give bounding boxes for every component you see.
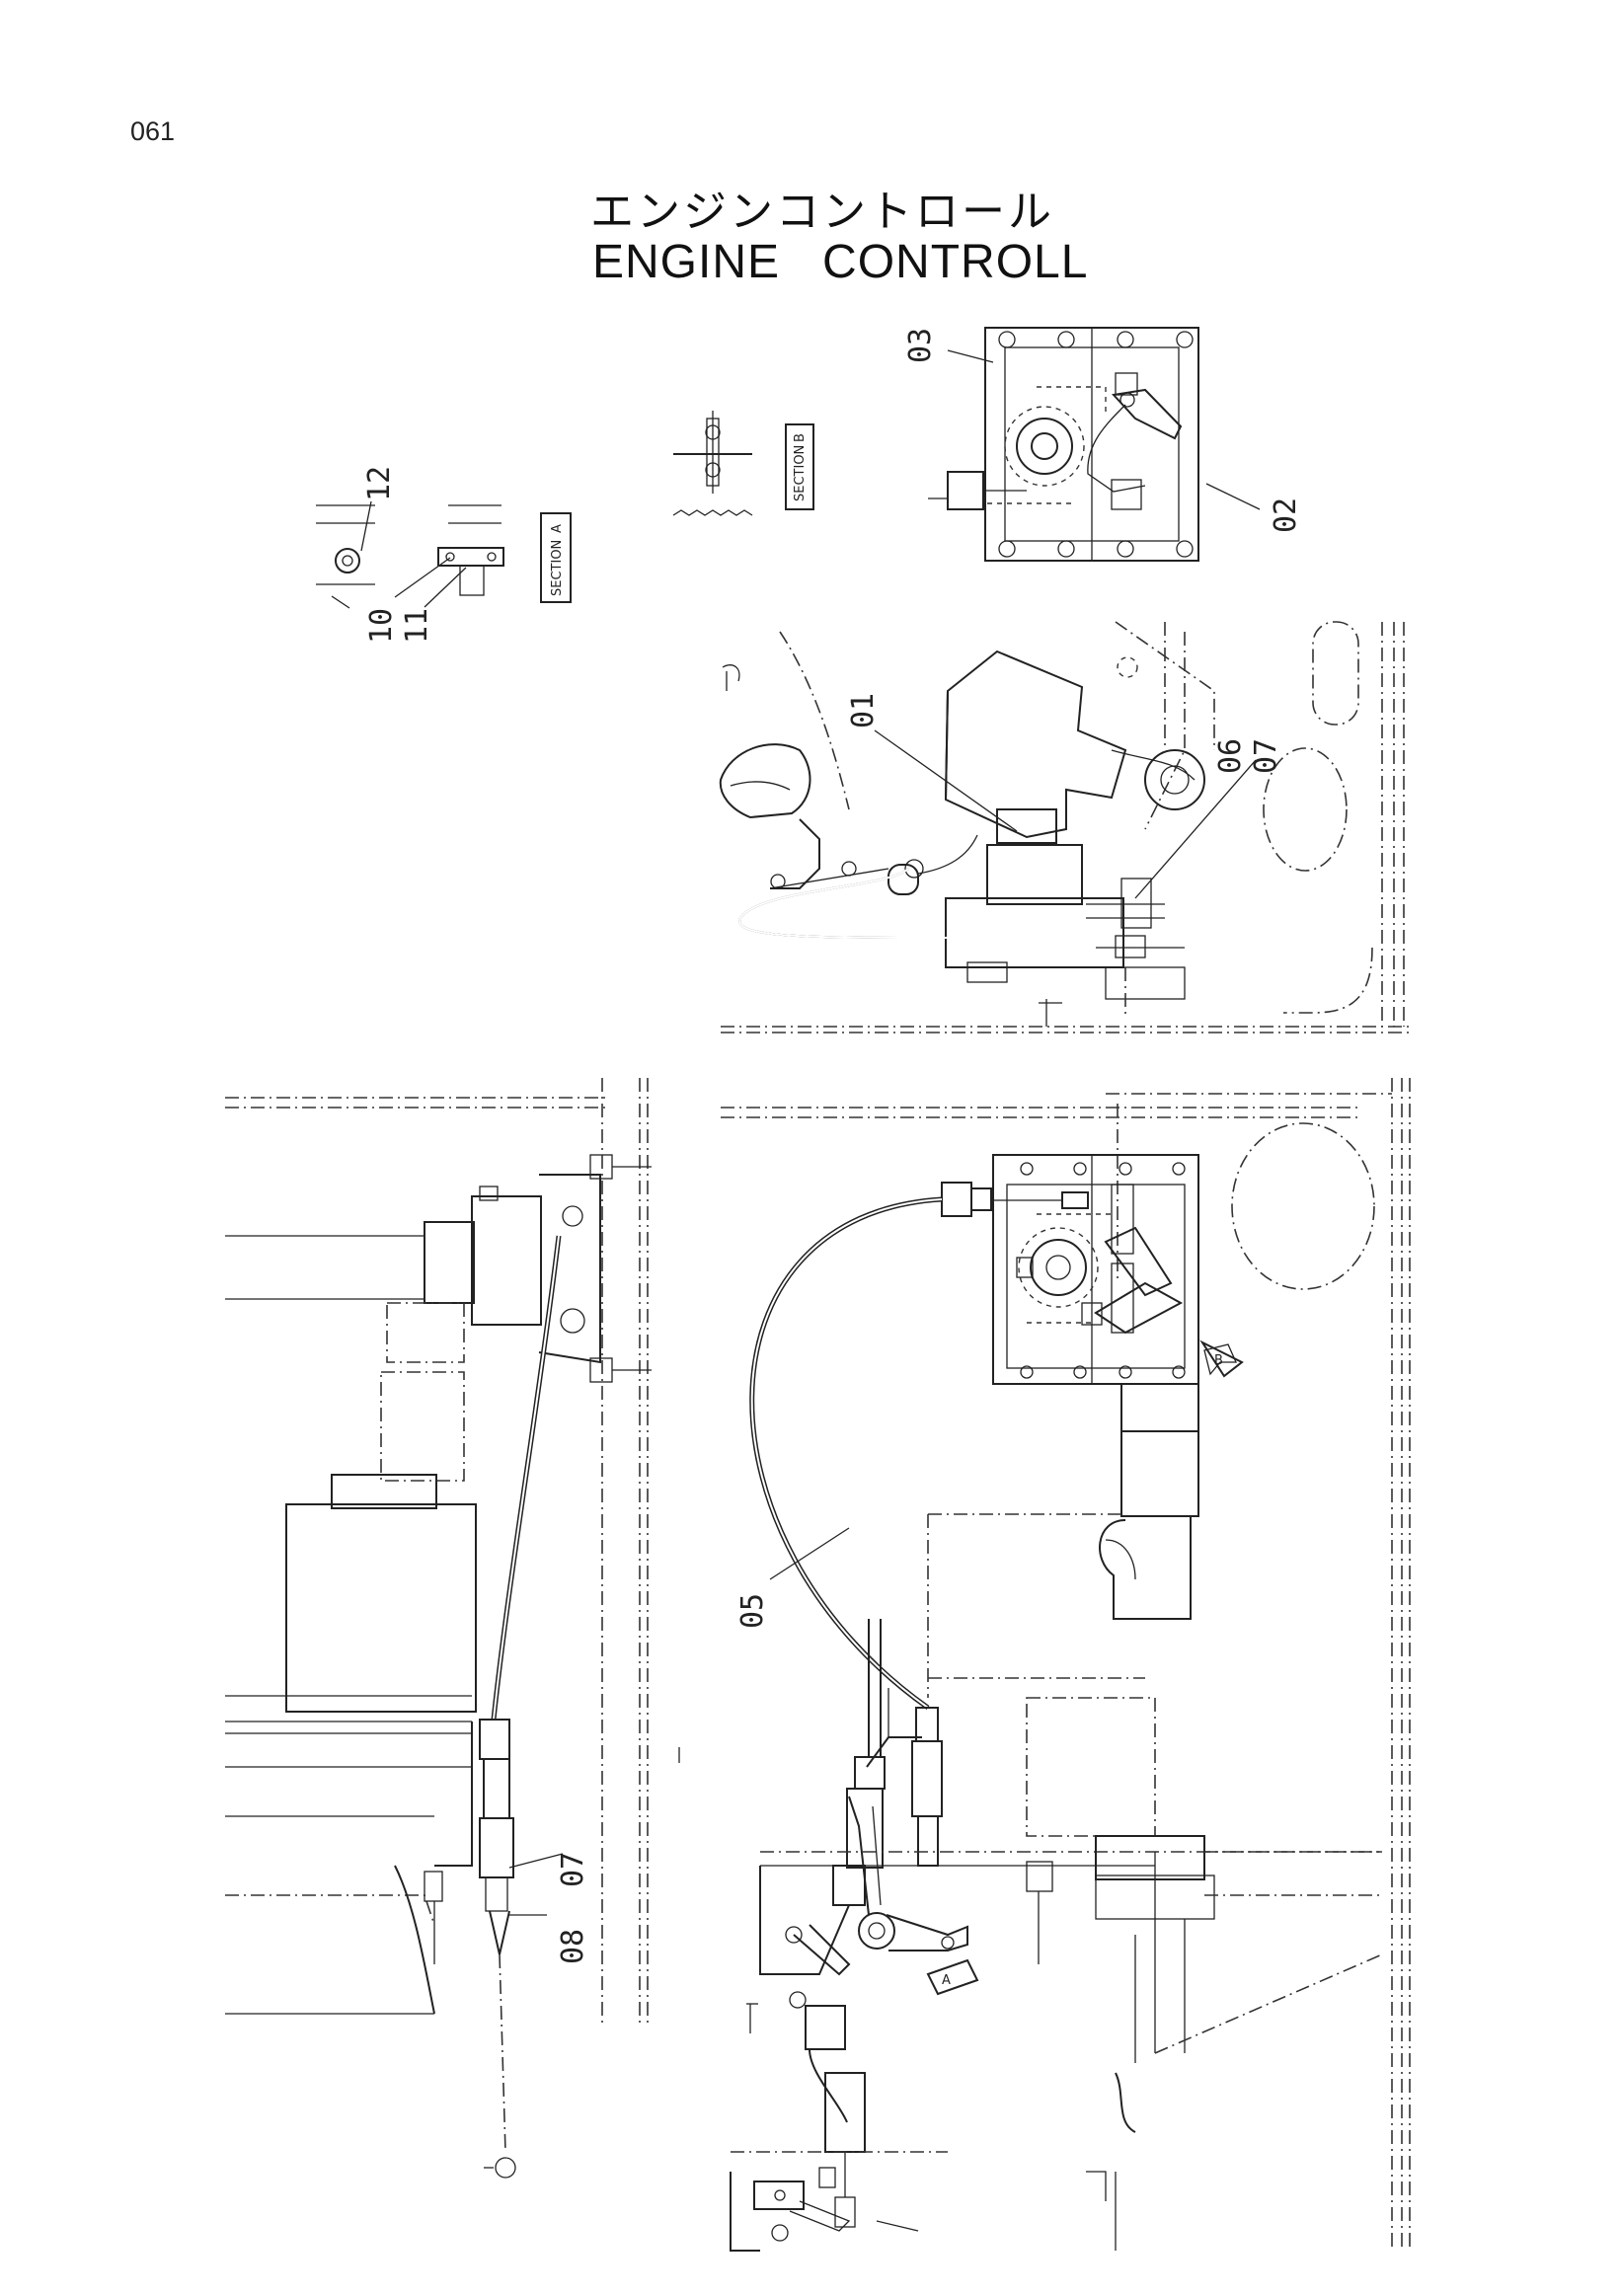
leader-10 [394, 557, 451, 598]
page-number: 061 [130, 116, 176, 146]
view-bottom-left [225, 1078, 652, 2179]
callout-08: 08 [556, 1929, 590, 1964]
callout-05: 05 [735, 1593, 770, 1629]
callout-02: 02 [1269, 497, 1303, 533]
detail-clamp-10-11 [437, 504, 504, 596]
detail-clamp-12 [316, 504, 375, 609]
callout-07b: 07 [556, 1852, 590, 1887]
section-tag-a: SECTION A [540, 512, 572, 603]
leader-01 [874, 729, 1018, 832]
callout-12: 12 [362, 466, 397, 501]
section-a-label: SECTION [550, 540, 565, 596]
section-tag-b: SECTION B [785, 423, 814, 510]
section-b-letter: B [793, 433, 808, 442]
callout-07: 07 [1249, 738, 1283, 774]
leader-02 [1205, 483, 1261, 510]
section-b-label: SECTION [793, 445, 808, 501]
title-japanese: エンジンコントロール [590, 187, 1054, 237]
leader-03 [947, 349, 994, 363]
callout-03: 03 [903, 328, 938, 363]
leader-06-07 [1134, 759, 1257, 899]
callout-01: 01 [846, 693, 881, 728]
view-side-middle [719, 621, 1412, 1033]
view-marker-a: A [942, 1973, 951, 1988]
callout-10: 10 [364, 608, 399, 644]
callout-06: 06 [1213, 738, 1248, 774]
detail-plate-top [928, 327, 1199, 562]
leader-05 [769, 1527, 850, 1580]
leader-07b [508, 1853, 564, 1869]
view-bottom-right: B A [721, 1078, 1411, 2252]
leader-12 [360, 500, 372, 552]
view-marker-b: B [1214, 1353, 1223, 1368]
leader-11 [424, 567, 467, 608]
section-a-letter: A [550, 524, 565, 533]
title-english: ENGINE CONTROLL [592, 236, 1089, 288]
callout-11: 11 [400, 608, 434, 644]
detail-bolt-b [672, 411, 753, 516]
